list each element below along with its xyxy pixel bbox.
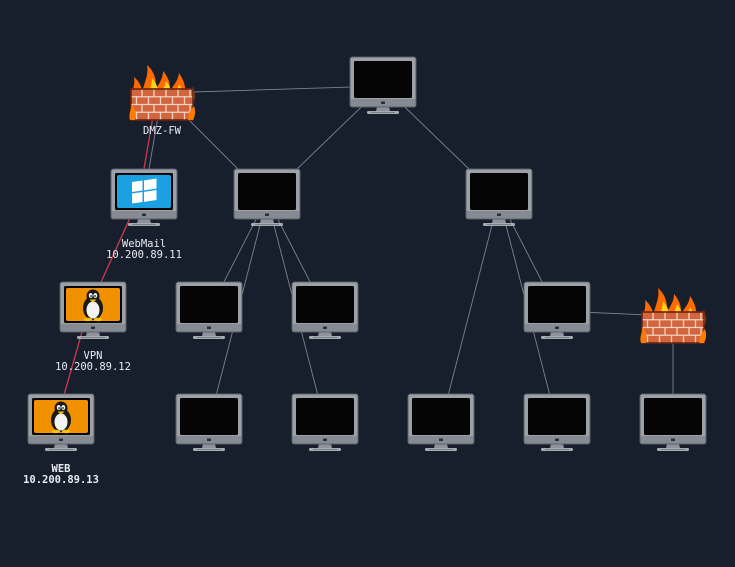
host-node-host-l3a[interactable] xyxy=(175,281,243,341)
host-node-host-l3c[interactable] xyxy=(523,281,591,341)
host-node-host-l4a[interactable] xyxy=(175,393,243,453)
link-host-l2b-to-host-l4c xyxy=(440,197,500,424)
monitor-icon xyxy=(175,281,243,339)
monitor-icon xyxy=(175,393,243,451)
monitor-icon xyxy=(349,56,417,114)
host-node-host-l4b[interactable] xyxy=(291,393,359,453)
firewall-icon xyxy=(129,65,196,121)
host-node-root[interactable] xyxy=(349,56,417,116)
monitor-icon xyxy=(233,168,301,226)
monitor-icon xyxy=(465,168,533,226)
link-dmz-fw-to-root xyxy=(161,85,384,94)
firewall-node-fw-2[interactable] xyxy=(639,286,707,346)
linux-monitor-icon xyxy=(27,393,95,451)
node-ip-address: 10.200.89.11 xyxy=(106,249,182,261)
host-node-vpn[interactable] xyxy=(59,281,127,341)
monitor-icon xyxy=(291,393,359,451)
node-name: WebMail xyxy=(121,238,167,250)
node-name: DMZ-FW xyxy=(143,125,181,137)
firewall-node-dmz-fw[interactable] xyxy=(128,63,196,123)
monitor-icon xyxy=(639,393,707,451)
host-node-host-l4d[interactable] xyxy=(523,393,591,453)
host-node-host-l4e[interactable] xyxy=(639,393,707,453)
firewall-icon xyxy=(640,288,707,344)
monitor-icon xyxy=(523,393,591,451)
host-node-host-l3b[interactable] xyxy=(291,281,359,341)
node-name: WEB xyxy=(51,463,71,475)
node-name: VPN xyxy=(83,350,103,362)
monitor-icon xyxy=(407,393,475,451)
host-node-host-l2b[interactable] xyxy=(465,168,533,228)
host-node-web[interactable] xyxy=(27,393,95,453)
node-label-dmz-fw: DMZ-FW xyxy=(143,126,181,137)
monitor-icon xyxy=(523,281,591,339)
monitor-icon xyxy=(291,281,359,339)
node-ip-address: 10.200.89.12 xyxy=(55,361,131,373)
host-node-webmail[interactable] xyxy=(110,168,178,228)
host-node-host-l4c[interactable] xyxy=(407,393,475,453)
linux-monitor-icon xyxy=(59,281,127,339)
host-node-host-l2a[interactable] xyxy=(233,168,301,228)
windows-monitor-icon xyxy=(110,168,178,226)
node-ip-address: 10.200.89.13 xyxy=(23,474,99,486)
